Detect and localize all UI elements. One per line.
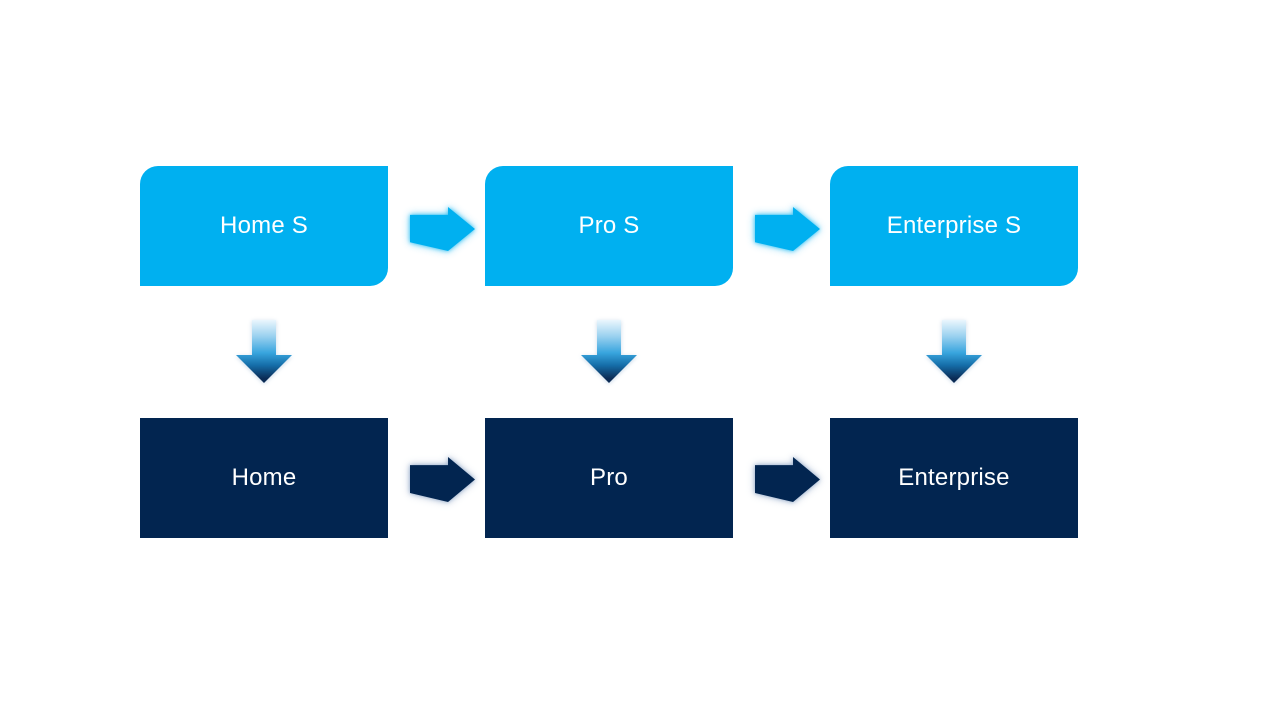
down-arrow-icon: [236, 320, 292, 383]
node-label: Enterprise: [898, 464, 1010, 491]
node-home-s: Home S: [140, 166, 388, 286]
node-label: Home S: [220, 212, 308, 239]
down-arrow-icon: [926, 320, 982, 383]
node-enterprise: Enterprise: [830, 418, 1078, 538]
down-arrow-shape: [581, 320, 637, 383]
node-pro: Pro: [485, 418, 733, 538]
down-arrow-shape: [236, 320, 292, 383]
right-arrow-icon: [410, 207, 475, 251]
right-arrow-shape: [410, 207, 475, 251]
node-enterprise-s: Enterprise S: [830, 166, 1078, 286]
node-label: Enterprise S: [886, 212, 1022, 239]
node-pro-s: Pro S: [485, 166, 733, 286]
node-label: Pro S: [578, 212, 640, 239]
node-label: Pro: [590, 464, 628, 491]
right-arrow-icon: [755, 457, 820, 502]
right-arrow-icon: [755, 207, 820, 251]
down-arrow-shape: [926, 320, 982, 383]
right-arrow-shape: [755, 207, 820, 251]
right-arrow-shape: [755, 457, 820, 502]
right-arrow-icon: [410, 457, 475, 502]
node-home: Home: [140, 418, 388, 538]
node-label: Home: [231, 464, 297, 491]
right-arrow-shape: [410, 457, 475, 502]
down-arrow-icon: [581, 320, 637, 383]
